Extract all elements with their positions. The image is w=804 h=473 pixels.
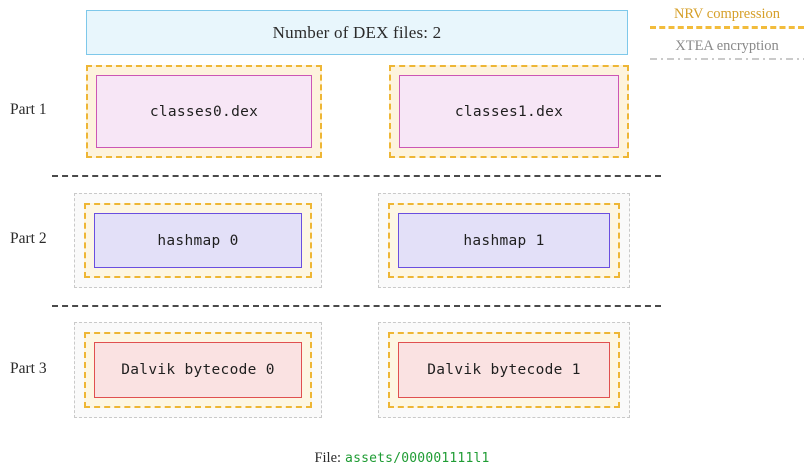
nrv-compression-wrapper-part3-left: Dalvik bytecode 0 [84, 332, 312, 408]
hashmap-box-1-label: hashmap 1 [463, 232, 545, 249]
part-label-3: Part 3 [10, 360, 47, 377]
nrv-compression-wrapper-part2-left: hashmap 0 [84, 203, 312, 278]
xtea-encryption-wrapper-part2-left: hashmap 0 [74, 193, 322, 288]
dalvik-bytecode-box-1-label: Dalvik bytecode 1 [427, 362, 581, 378]
dex-box-classes1: classes1.dex [399, 75, 619, 148]
nrv-compression-wrapper-part3-right: Dalvik bytecode 1 [388, 332, 620, 408]
xtea-encryption-wrapper-part2-right: hashmap 1 [378, 193, 630, 288]
legend: NRV compression XTEA encryption [650, 6, 804, 69]
legend-label-xtea-encryption: XTEA encryption [675, 38, 779, 54]
file-caption-label: File: [314, 450, 342, 466]
separator-part2-part3 [52, 305, 661, 307]
file-caption-path: assets/000001111l1 [345, 451, 490, 466]
legend-entry-nrv: NRV compression [650, 6, 804, 29]
hashmap-box-0-label: hashmap 0 [157, 232, 239, 249]
legend-label-nrv-compression: NRV compression [673, 6, 781, 22]
dex-box-classes0-label: classes0.dex [149, 103, 259, 120]
dalvik-bytecode-box-0: Dalvik bytecode 0 [94, 342, 302, 398]
part-label-2: Part 2 [10, 230, 47, 247]
nrv-compression-wrapper-part2-right: hashmap 1 [388, 203, 620, 278]
part-row-1: Part 1 classes0.dex classes1.dex [0, 65, 804, 158]
legend-line-nrv-dashed [650, 26, 804, 29]
hashmap-box-0: hashmap 0 [94, 213, 302, 268]
dex-box-classes1-label: classes1.dex [454, 103, 564, 120]
dalvik-bytecode-box-1: Dalvik bytecode 1 [398, 342, 610, 398]
xtea-encryption-wrapper-part3-left: Dalvik bytecode 0 [74, 322, 322, 418]
part-label-1: Part 1 [10, 101, 47, 118]
nrv-compression-wrapper-part1-right: classes1.dex [389, 65, 629, 158]
nrv-compression-wrapper-part1-left: classes0.dex [86, 65, 322, 158]
legend-line-xtea-dashdot [650, 58, 804, 60]
dex-file-count-box: Number of DEX files: 2 [86, 10, 628, 55]
hashmap-box-1: hashmap 1 [398, 213, 610, 268]
separator-part1-part2 [52, 175, 661, 177]
xtea-encryption-wrapper-part3-right: Dalvik bytecode 1 [378, 322, 630, 418]
dex-box-classes0: classes0.dex [96, 75, 312, 148]
part-row-2: Part 2 hashmap 0 hashmap 1 [0, 193, 804, 288]
dalvik-bytecode-box-0-label: Dalvik bytecode 0 [121, 362, 275, 378]
part-row-3: Part 3 Dalvik bytecode 0 Dalvik bytecode… [0, 322, 804, 418]
dex-file-count-label: Number of DEX files: 2 [272, 22, 442, 42]
file-caption: File: assets/000001111l1 [0, 449, 804, 467]
legend-entry-xtea: XTEA encryption [650, 38, 804, 60]
